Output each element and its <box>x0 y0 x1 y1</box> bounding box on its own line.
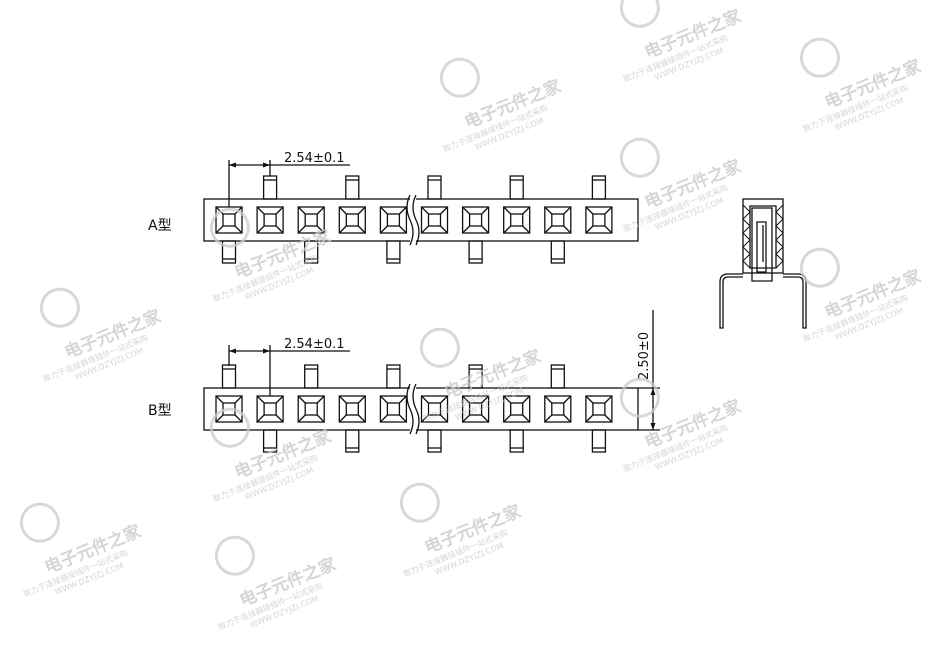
pitch-label-a: 2.54±0.1 <box>284 151 345 166</box>
contact-cavity <box>585 395 613 423</box>
contact-cavity <box>420 206 449 234</box>
connector-type-a <box>203 175 639 264</box>
contact-cavity <box>503 206 531 234</box>
housing <box>203 387 639 431</box>
contact-cavity <box>338 395 366 423</box>
type-a-label: A型 <box>148 218 172 234</box>
contact-cavity <box>503 395 531 423</box>
contact-cavity <box>297 395 325 423</box>
break-line <box>406 194 420 246</box>
pin <box>386 240 401 264</box>
break-line <box>406 383 420 435</box>
housing <box>203 198 639 242</box>
pitch-dimension-a: 2.54±0.1 <box>228 151 350 207</box>
contact-cavity <box>544 206 572 234</box>
pitch-label-b: 2.54±0.1 <box>284 337 345 352</box>
contact-cavity <box>379 206 408 234</box>
pin <box>591 429 607 453</box>
pin <box>468 240 483 264</box>
contact-cavity <box>256 206 284 234</box>
pin <box>427 429 442 453</box>
height-label: 2.50±0 <box>637 332 652 380</box>
contact-cavity <box>297 206 325 234</box>
contact-cavity <box>215 395 243 423</box>
pitch-dimension-b: 2.54±0.1 <box>228 337 350 396</box>
contact-cavity <box>379 395 408 423</box>
connector-type-b <box>203 364 639 453</box>
contact-cavity <box>338 206 366 234</box>
side-view <box>719 198 807 329</box>
contact-cavity <box>585 206 613 234</box>
type-b-label: B型 <box>148 403 172 419</box>
pin <box>345 429 360 453</box>
contact-cavity <box>461 206 490 234</box>
pin <box>509 429 524 453</box>
height-dimension: 2.50±0 <box>637 310 660 431</box>
pin <box>550 240 565 264</box>
contact-cavity <box>420 395 449 423</box>
contact-cavity <box>544 395 572 423</box>
contact-cavity <box>461 395 490 423</box>
